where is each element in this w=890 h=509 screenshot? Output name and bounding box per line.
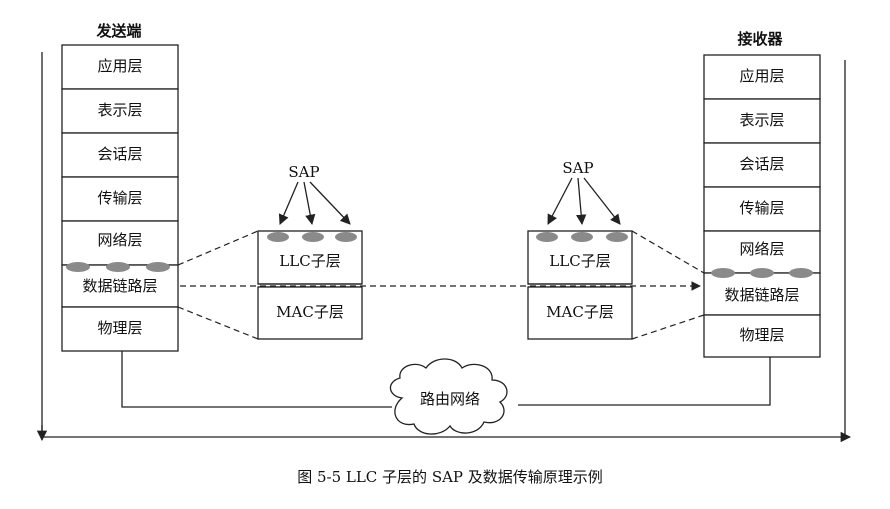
sap-arrow-left-3 [309,181,351,225]
sender-session-layer [61,132,179,178]
sap-arrow-left-2 [303,181,316,226]
dash-sender-to-llc-top [177,230,259,266]
routing-network-cloud: 路由网络 [389,358,508,435]
sender-application-layer [61,44,179,90]
sap-arrow-left-1 [278,181,299,225]
sender-physical-label: 物理层 [97,319,142,337]
receiver-physical-line [518,357,771,406]
sender-presentation-label: 表示层 [97,101,142,119]
llc-label-left: LLC子层 [279,252,340,270]
receiver-physical-label: 物理层 [739,326,784,344]
receiver-title: 接收器 [737,30,783,48]
receiver-stack: 接收器 应用层 表示层 会话层 传输层 网络层 数据链路层 物理层 [703,30,821,358]
llc-mac-box-right: SAP LLC子层 MAC子层 [527,159,633,340]
sender-network-layer [61,220,179,266]
sap-arrow-right-1 [547,177,573,225]
physical-path [121,351,771,408]
sender-sap-dots [66,262,170,272]
receiver-application-label: 应用层 [739,67,784,85]
dash-mac-to-receiver-bottom [631,314,705,340]
receiver-sap-dots [711,268,813,278]
receiver-datalink-label: 数据链路层 [724,286,799,304]
dashed-connectors [177,230,705,340]
receiver-session-layer [703,142,821,188]
sender-network-label: 网络层 [97,231,142,249]
sap-arrow-right-3 [583,177,621,225]
figure-caption: 图 5-5 LLC 子层的 SAP 及数据传输原理示例 [297,468,603,486]
sender-datalink-label: 数据链路层 [82,277,157,295]
receiver-presentation-layer [703,98,821,144]
sap-arrow-right-2 [576,177,587,226]
llc-sap-dots-left [267,232,357,242]
receiver-network-label: 网络层 [739,240,784,258]
sap-label-left: SAP [288,163,319,181]
sender-datalink-layer [61,264,179,308]
dash-llc-to-receiver-top [631,230,705,274]
receiver-physical-layer [703,314,821,358]
receiver-presentation-label: 表示层 [739,111,784,129]
llc-sap-dots-right [536,232,628,242]
receiver-transport-label: 传输层 [739,199,784,217]
sender-transport-label: 传输层 [97,189,142,207]
dash-sender-to-mac-bottom [177,306,259,340]
sender-stack: 发送端 应用层 表示层 会话层 传输层 网络层 数据链路层 物理层 [61,22,179,352]
mac-sublayer-right [527,286,633,340]
sender-application-label: 应用层 [97,57,142,75]
mac-label-left: MAC子层 [276,303,344,321]
sap-label-right: SAP [562,159,593,177]
sender-title: 发送端 [95,22,141,40]
receiver-application-layer [703,54,821,100]
sender-physical-line [121,351,392,408]
receiver-session-label: 会话层 [739,155,784,173]
mac-sublayer-left [257,286,363,340]
mac-label-right: MAC子层 [546,303,614,321]
sender-transport-layer [61,176,179,222]
cloud-icon [389,358,508,435]
routing-network-label: 路由网络 [420,390,480,408]
timeline-frame [36,52,852,443]
llc-mac-box-left: SAP LLC子层 MAC子层 [257,163,363,340]
receiver-transport-layer [703,186,821,232]
sender-physical-layer [61,306,179,352]
sender-session-label: 会话层 [97,145,142,163]
llc-label-right: LLC子层 [549,252,610,270]
receiver-network-layer [703,230,821,274]
